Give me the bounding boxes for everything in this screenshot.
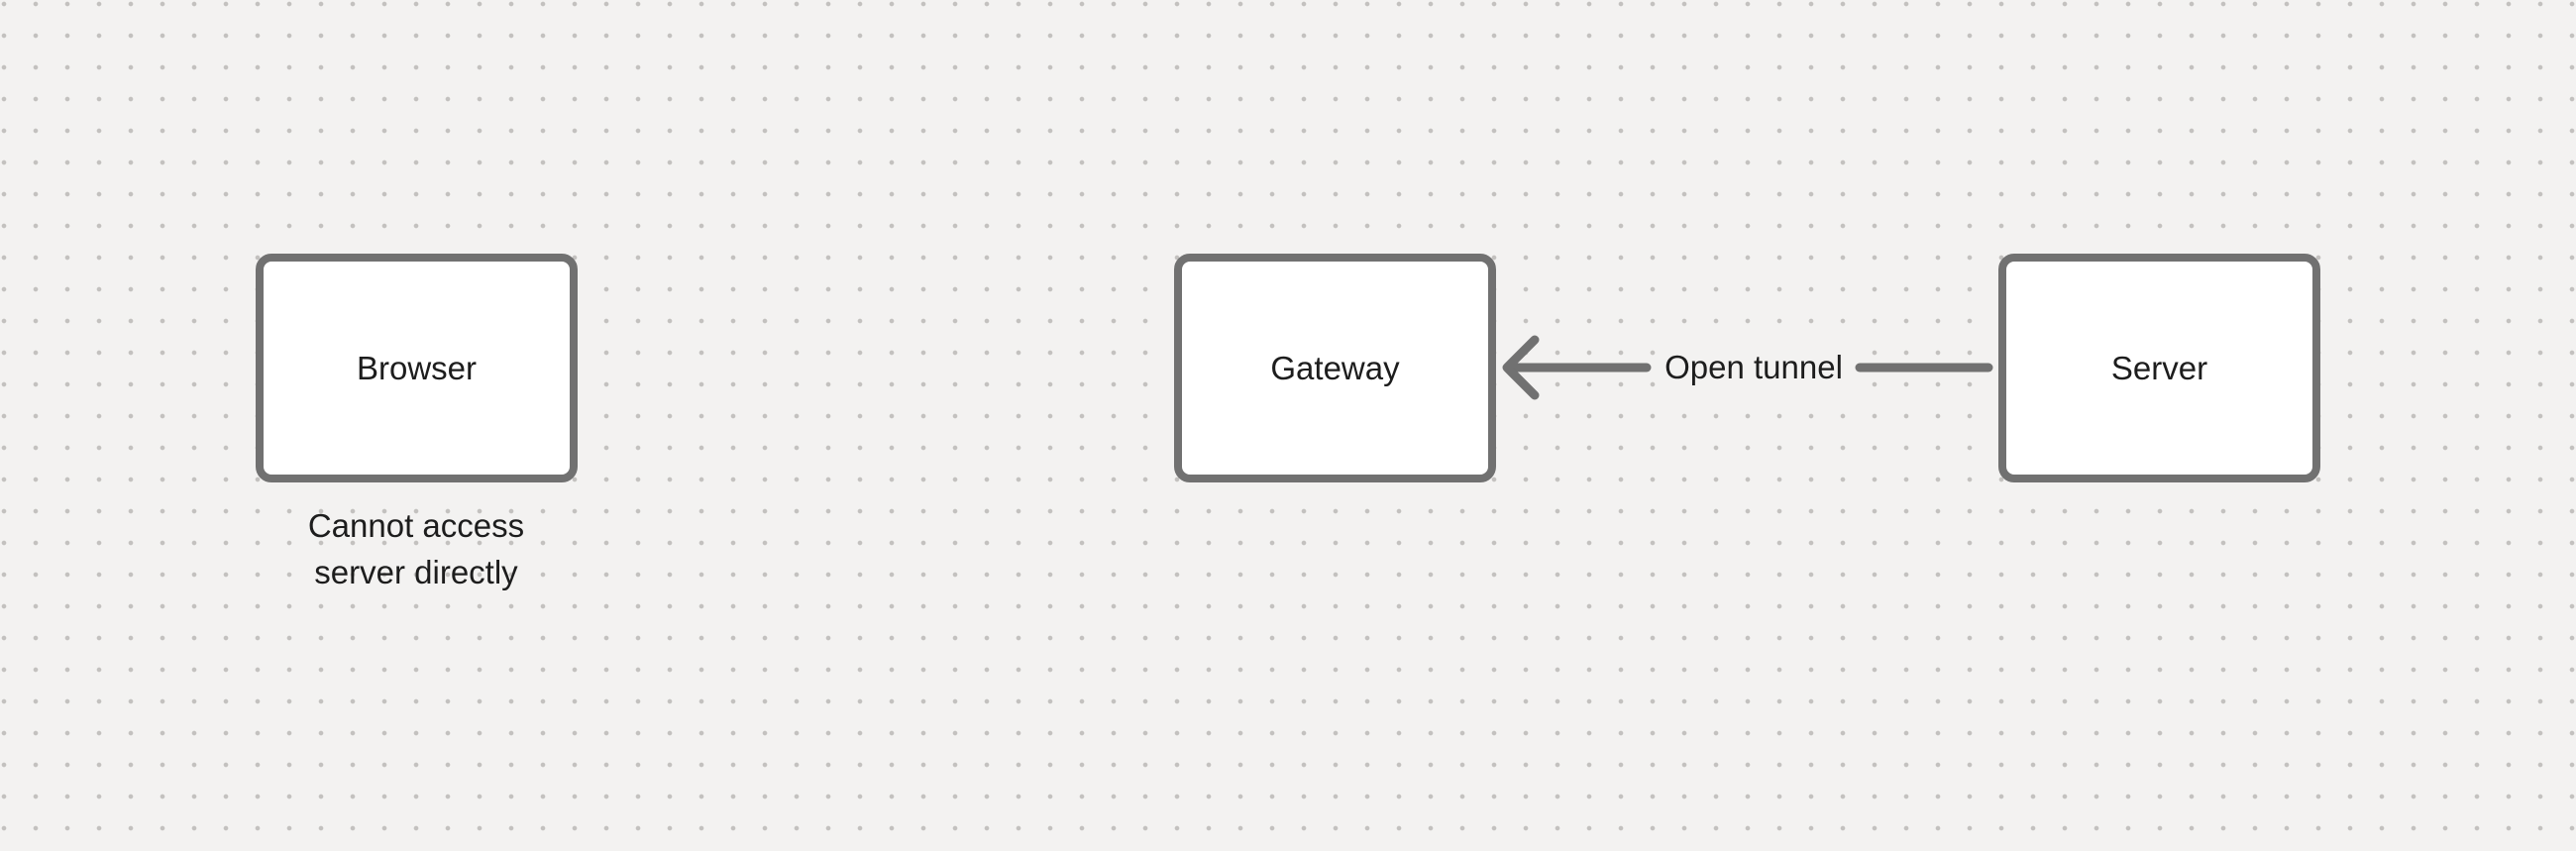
node-browser-label: Browser	[356, 350, 478, 386]
node-gateway[interactable]: Gateway	[1174, 254, 1496, 482]
caption-line-1: Cannot access	[307, 507, 525, 544]
arrow-left-icon	[1502, 335, 1540, 400]
caption-cannot-access[interactable]: Cannot access server directly	[308, 502, 524, 595]
node-server-label: Server	[2110, 350, 2208, 386]
edge-label-open-tunnel[interactable]: Open tunnel	[1657, 345, 1851, 390]
caption-line-2: server directly	[314, 554, 518, 590]
node-browser[interactable]: Browser	[256, 254, 578, 482]
node-server[interactable]: Server	[1998, 254, 2320, 482]
node-gateway-label: Gateway	[1270, 350, 1400, 386]
